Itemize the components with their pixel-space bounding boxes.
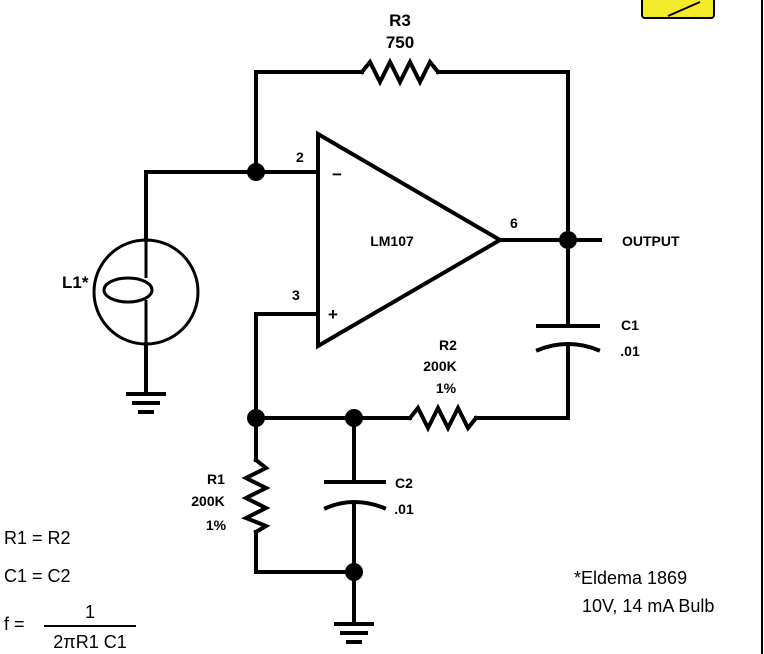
output-label: OUTPUT xyxy=(622,233,680,249)
c1-ref: C1 xyxy=(621,317,639,333)
wires xyxy=(144,70,602,624)
c2-value: .01 xyxy=(394,501,414,517)
r2-tolerance: 1% xyxy=(436,380,457,396)
footnote-bulb-spec: 10V, 14 mA Bulb xyxy=(582,596,714,616)
c1-value: .01 xyxy=(620,343,640,359)
equation-c: C1 = C2 xyxy=(4,566,71,586)
ground-symbol-bottom xyxy=(334,622,374,644)
c1-capacitor xyxy=(535,324,601,353)
junction-r1-top xyxy=(247,409,265,427)
r1-resistor xyxy=(241,457,271,535)
pin-6-label: 6 xyxy=(510,215,518,231)
opamp-label: LM107 xyxy=(370,233,414,249)
r1-ref: R1 xyxy=(207,471,225,487)
r1-tolerance: 1% xyxy=(206,517,227,533)
lamp-l1 xyxy=(92,238,200,346)
r2-ref: R2 xyxy=(439,337,457,353)
c2-capacitor xyxy=(323,480,387,511)
pin-3-label: 3 xyxy=(292,287,300,303)
footnote-bulb-model: *Eldema 1869 xyxy=(574,568,687,588)
r1-value: 200K xyxy=(191,493,224,509)
corner-badge xyxy=(641,0,715,19)
pin-2-label: 2 xyxy=(296,149,304,165)
c2-ref: C2 xyxy=(395,475,413,491)
equation-r: R1 = R2 xyxy=(4,528,71,548)
r2-value: 200K xyxy=(423,358,456,374)
opamp-plus-sign: + xyxy=(328,305,338,324)
r3-value: 750 xyxy=(386,33,414,52)
ground-symbol-left xyxy=(126,392,166,414)
junction-inverting xyxy=(247,163,265,181)
l1-ref: L1* xyxy=(62,273,89,292)
equation-f-numerator: 1 xyxy=(85,602,95,622)
r2-resistor xyxy=(407,403,479,433)
r3-ref: R3 xyxy=(389,11,411,30)
opamp-lm107 xyxy=(316,130,504,350)
equation-f-lhs: f = xyxy=(4,614,25,634)
r3-resistor xyxy=(359,57,441,87)
junction-bottom xyxy=(345,563,363,581)
equation-f-denominator: 2πR1 C1 xyxy=(53,632,126,652)
junction-output xyxy=(559,231,577,249)
opamp-minus-sign: − xyxy=(332,165,342,184)
junction-c2-top xyxy=(345,409,363,427)
